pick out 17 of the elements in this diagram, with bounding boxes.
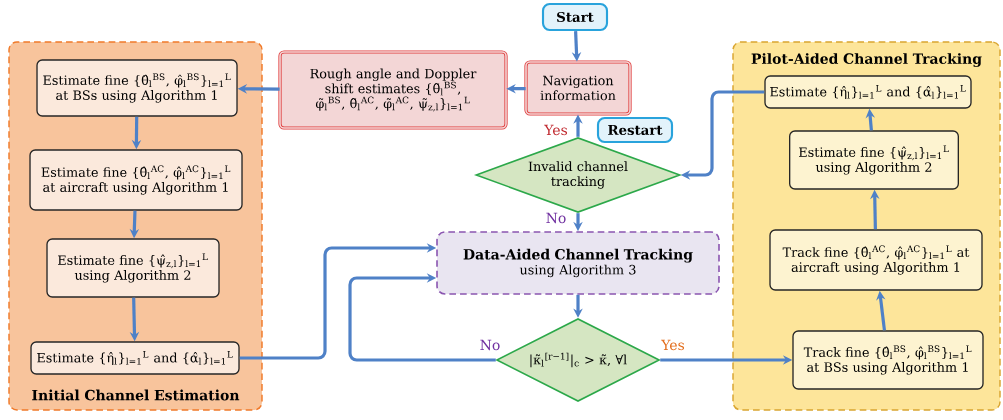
process-box: Navigation information [524,60,632,116]
process-box: Estimate fine {ψ̂$_{z,l}$}$_{l=1}$L using Algorithm 2 [46,238,220,298]
edge-label: Yes [544,124,568,136]
terminal-box: Start [541,2,609,32]
process-box: Estimate fine {θ̂$_{l}$$^{AC}$, φ̂$_{l}$$^{AC}$}$_{l=1}$L at aircraft using Algorithm 1 [29,149,243,211]
process-box: Track fine {θ̂$_{l}$$^{BS}$, φ̂$_{l}$$^{BS}$}$_{l=1}$L at BSs using Algorithm 1 [792,330,984,390]
process-box: Estimate {η̂$_{l}$}$_{l=1}$$^{L}$ and {α̂$_{l}$}$_{l=1}$L [764,75,972,109]
process-box: Data-Aided Channel Tracking using Algorithm 3 [436,231,720,295]
process-box: Estimate {η̂$_{l}$}$_{l=1}$$^{L}$ and {α̂$_{l}$}$_{l=1}$L [30,341,240,375]
arrow [348,273,496,362]
process-box: Estimate fine {θ̂$_{l}$$^{BS}$, φ̂$_{l}$$^{BS}$}$_{l=1}$L at BSs using Algorithm 1 [36,59,238,117]
edge-label: No [546,212,566,224]
edge-label: Yes [661,339,685,351]
process-box: Rough angle and Doppler shift estimates {θ̃$_{l}$$^{BS}$, φ̃$_{l}$$^{BS}$, θ̃$_{l}$$^{AC}$, φ̃$_{l}$$^{AC}$, ψ̃$_{z,l}$}$_{l=1}$L [278,50,508,130]
process-box: Track fine {θ̂$_{l}$$^{AC}$, φ̂$_{l}$$^{AC}$}$_{l=1}$$^{L}$ at aircraft using Algorithm 1 [769,229,983,291]
terminal-box: Restart [596,116,674,144]
process-box: Estimate fine {ψ̂$_{z,l}$}$_{l=1}$L using Algorithm 2 [789,130,959,190]
